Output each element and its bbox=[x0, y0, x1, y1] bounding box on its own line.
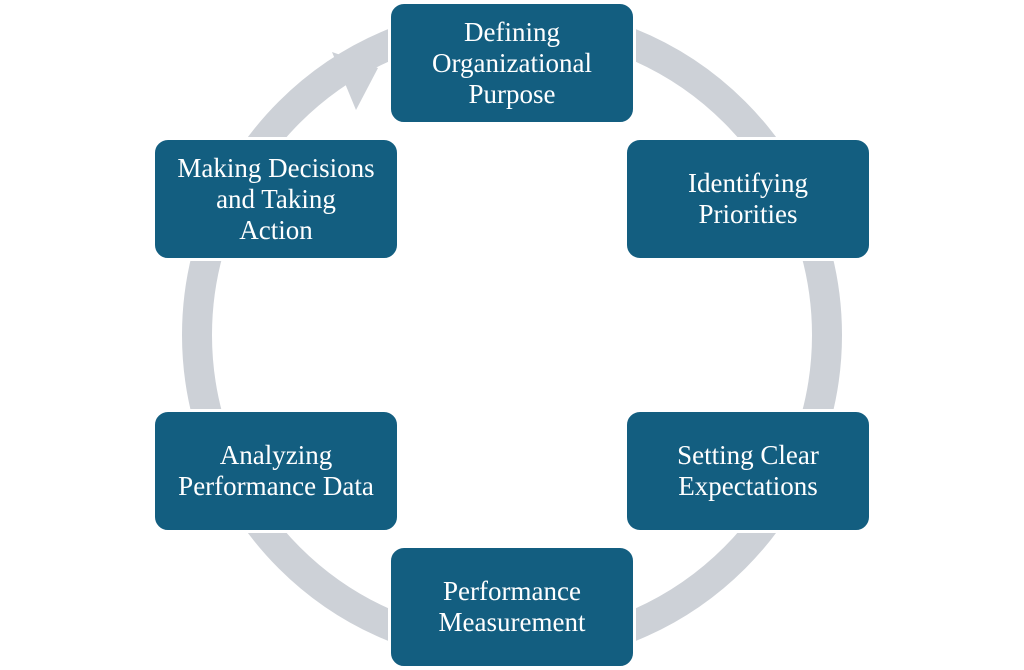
step-setting-clear-expectations: Setting Clear Expectations bbox=[624, 409, 872, 533]
cycle-arrowhead bbox=[332, 52, 378, 110]
step-defining-organizational-purpose: Defining Organizational Purpose bbox=[388, 1, 636, 125]
step-performance-measurement: Performance Measurement bbox=[388, 545, 636, 669]
step-identifying-priorities: Identifying Priorities bbox=[624, 137, 872, 261]
step-making-decisions-and-taking-action: Making Decisions and Taking Action bbox=[152, 137, 400, 261]
step-analyzing-performance-data: Analyzing Performance Data bbox=[152, 409, 400, 533]
